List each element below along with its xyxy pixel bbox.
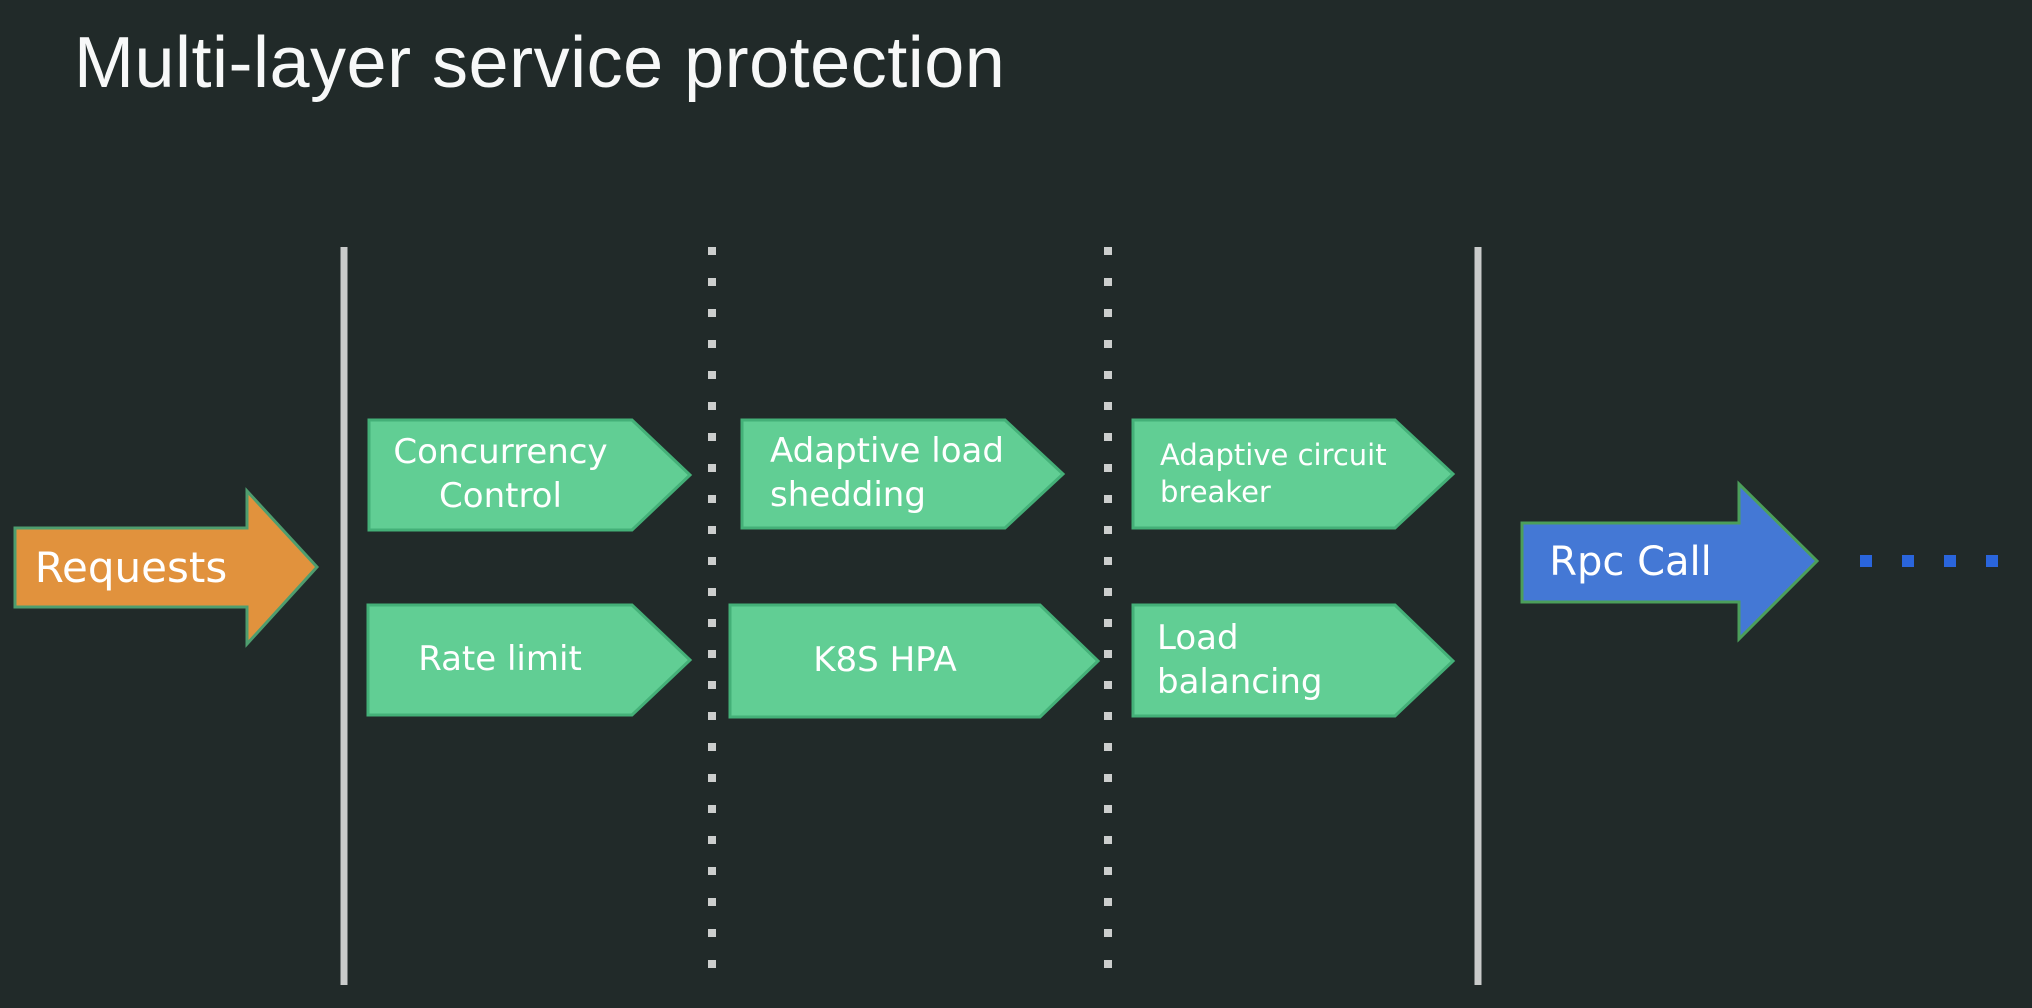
adaptive-load-shedding-box-label: Adaptive load shedding	[770, 431, 1004, 515]
rpc-call-arrow-label: Rpc Call	[1549, 538, 1712, 585]
k8s-hpa-box-label: K8S HPA	[813, 640, 957, 681]
load-balancing-box-label: Load balancing	[1157, 617, 1323, 702]
adaptive-circuit-breaker-box-shape	[1131, 418, 1456, 530]
k8s-hpa-box-shape	[728, 603, 1101, 719]
requests-arrow-shape	[13, 487, 320, 648]
rate-limit-box-label: Rate limit	[418, 639, 582, 680]
rate-limit-box-shape	[366, 603, 693, 717]
requests-arrow-label: Requests	[34, 542, 228, 592]
concurrency-control-box-label: Concurrency Control	[393, 432, 608, 516]
adaptive-circuit-breaker-box-label: Adaptive circuit breaker	[1160, 437, 1387, 509]
concurrency-control-box-shape	[367, 418, 693, 532]
page-title: Multi-layer service protection	[74, 23, 1006, 103]
adaptive-load-shedding-box-shape	[740, 418, 1066, 530]
load-balancing-box-shape	[1131, 603, 1456, 718]
rpc-call-arrow-shape	[1520, 480, 1820, 643]
